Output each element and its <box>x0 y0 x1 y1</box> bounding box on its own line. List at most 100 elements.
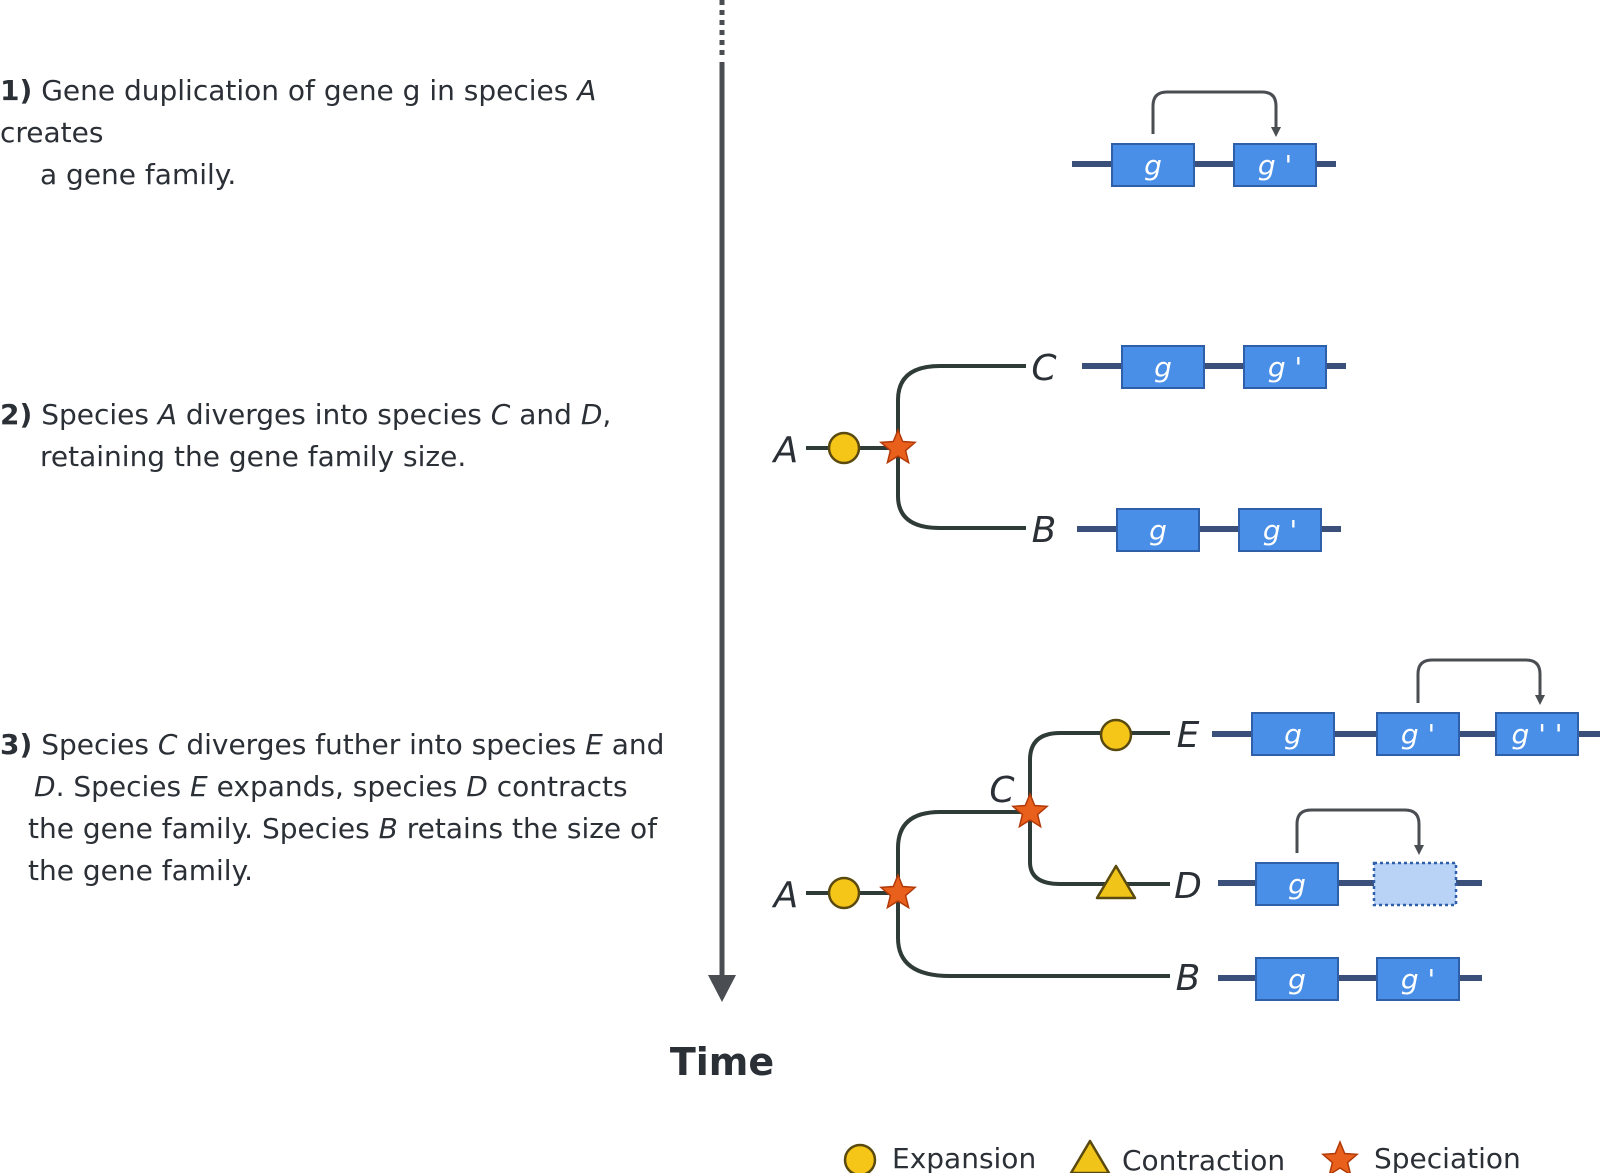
step-text: and <box>602 728 665 761</box>
gene-box-g <box>1255 957 1339 1001</box>
legend-speciation-icon <box>1321 1140 1359 1173</box>
step-2-chromosome-b: g g ' <box>1077 508 1341 552</box>
gene-box-g-prime <box>1243 345 1327 389</box>
step-3-chromosome-b: g g ' <box>1218 957 1482 1001</box>
step-3-tree: A C E D B <box>772 715 1202 999</box>
step-3-chromosome-d: g <box>1218 808 1482 907</box>
step-text: the gene family. <box>28 854 254 887</box>
gene-label-g: g <box>1284 718 1302 751</box>
step-number: 1) <box>0 74 33 107</box>
species-label-a: A <box>772 430 799 471</box>
gene-label-g: g <box>1288 963 1306 996</box>
step-2-description: 2) Species A diverges into species C and… <box>0 394 700 478</box>
duplication-arrow <box>1416 658 1545 705</box>
tree-branch-d <box>1028 812 1170 886</box>
step-2-chromosome-c: g g ' <box>1082 345 1346 389</box>
duplication-arrow <box>1151 90 1281 137</box>
species-name: E <box>190 770 208 803</box>
expansion-marker <box>827 876 861 910</box>
tree-branch-c <box>896 810 1030 893</box>
step-text: , <box>602 398 612 431</box>
step-3-description: 3) Species C diverges futher into specie… <box>0 724 680 892</box>
speciation-marker <box>879 873 917 910</box>
species-name: D <box>34 770 56 803</box>
step-text: a gene family. <box>40 158 237 191</box>
step-number: 3) <box>0 728 33 761</box>
legend-expansion-label: Expansion <box>892 1142 1036 1173</box>
species-name: A <box>577 74 597 107</box>
step-3-chromosome-e: g g ' g ' ' <box>1212 658 1600 756</box>
gene-box-g-prime <box>1238 508 1322 552</box>
step-text: diverges futher into species <box>177 728 586 761</box>
loss-arrow <box>1295 808 1424 855</box>
step-text: retains the size of <box>397 812 658 845</box>
gene-label-g-prime: g ' <box>1263 514 1297 547</box>
gene-box-g <box>1251 712 1335 756</box>
step-text: . Species <box>55 770 191 803</box>
species-label-c: C <box>1031 348 1057 389</box>
species-name: E <box>585 728 603 761</box>
gene-label-g-double-prime: g ' ' <box>1512 718 1563 751</box>
legend: Expansion Contraction Speciation <box>843 1139 1521 1173</box>
time-arrow-icon <box>708 975 736 1002</box>
step-1-chromosome: g g ' <box>1072 90 1336 187</box>
species-name: C <box>490 398 511 431</box>
step-2-tree: A C B <box>772 348 1058 551</box>
speciation-marker <box>879 428 917 465</box>
species-label-b: B <box>1176 958 1201 999</box>
step-1-description: 1) Gene duplication of gene g in species… <box>0 70 700 196</box>
species-name: D <box>580 398 603 431</box>
species-label-a: A <box>772 875 799 916</box>
gene-label-g-prime: g ' <box>1268 351 1302 384</box>
gene-label-g: g <box>1288 868 1306 901</box>
step-text: Species <box>41 728 158 761</box>
step-text: expands, species <box>207 770 467 803</box>
gene-label-g: g <box>1144 149 1162 182</box>
step-text: diverges into species <box>177 398 491 431</box>
species-label-e: E <box>1177 715 1200 756</box>
species-name: D <box>466 770 488 803</box>
expansion-marker <box>1099 718 1133 752</box>
step-text: Species <box>41 398 158 431</box>
step-text: Gene duplication of gene g in species <box>41 74 578 107</box>
legend-contraction-label: Contraction <box>1122 1144 1285 1173</box>
gene-box-lost <box>1372 861 1458 907</box>
contraction-marker <box>1095 864 1137 900</box>
species-name: B <box>378 812 398 845</box>
step-line: D. Species E expands, species D contract… <box>0 766 680 808</box>
gene-box-g <box>1111 143 1195 187</box>
gene-label-g: g <box>1154 351 1172 384</box>
legend-contraction-icon <box>1069 1139 1111 1173</box>
gene-label-g-prime: g ' <box>1401 718 1435 751</box>
step-line: the gene family. Species B retains the s… <box>0 808 680 850</box>
gene-box-g <box>1255 862 1339 906</box>
tree-branch-e <box>1028 731 1170 812</box>
tree-branch-b <box>896 448 1026 530</box>
gene-box-g-prime <box>1376 712 1460 756</box>
step-text: and <box>510 398 581 431</box>
tree-branch-b <box>896 893 1170 978</box>
gene-box-g-double-prime <box>1495 712 1579 756</box>
gene-box-g <box>1121 345 1205 389</box>
gene-box-g-prime <box>1376 957 1460 1001</box>
step-text: retaining the gene family size. <box>40 440 467 473</box>
step-text: creates <box>0 116 104 149</box>
speciation-marker <box>1011 792 1049 829</box>
time-axis: Time <box>670 0 774 1084</box>
species-name: C <box>157 728 178 761</box>
time-label: Time <box>670 1040 774 1084</box>
step-text: the gene family. Species <box>28 812 379 845</box>
legend-speciation-label: Speciation <box>1374 1142 1521 1173</box>
gene-label-g-prime: g ' <box>1401 963 1435 996</box>
legend-expansion-icon <box>843 1143 877 1173</box>
species-name: A <box>157 398 178 431</box>
tree-branch-c <box>896 364 1026 448</box>
expansion-marker <box>827 431 861 465</box>
gene-label-g-prime: g ' <box>1258 149 1292 182</box>
species-label-b: B <box>1032 510 1057 551</box>
step-text: contracts <box>487 770 628 803</box>
species-label-d: D <box>1174 866 1202 907</box>
step-number: 2) <box>0 398 33 431</box>
gene-label-g: g <box>1149 514 1167 547</box>
